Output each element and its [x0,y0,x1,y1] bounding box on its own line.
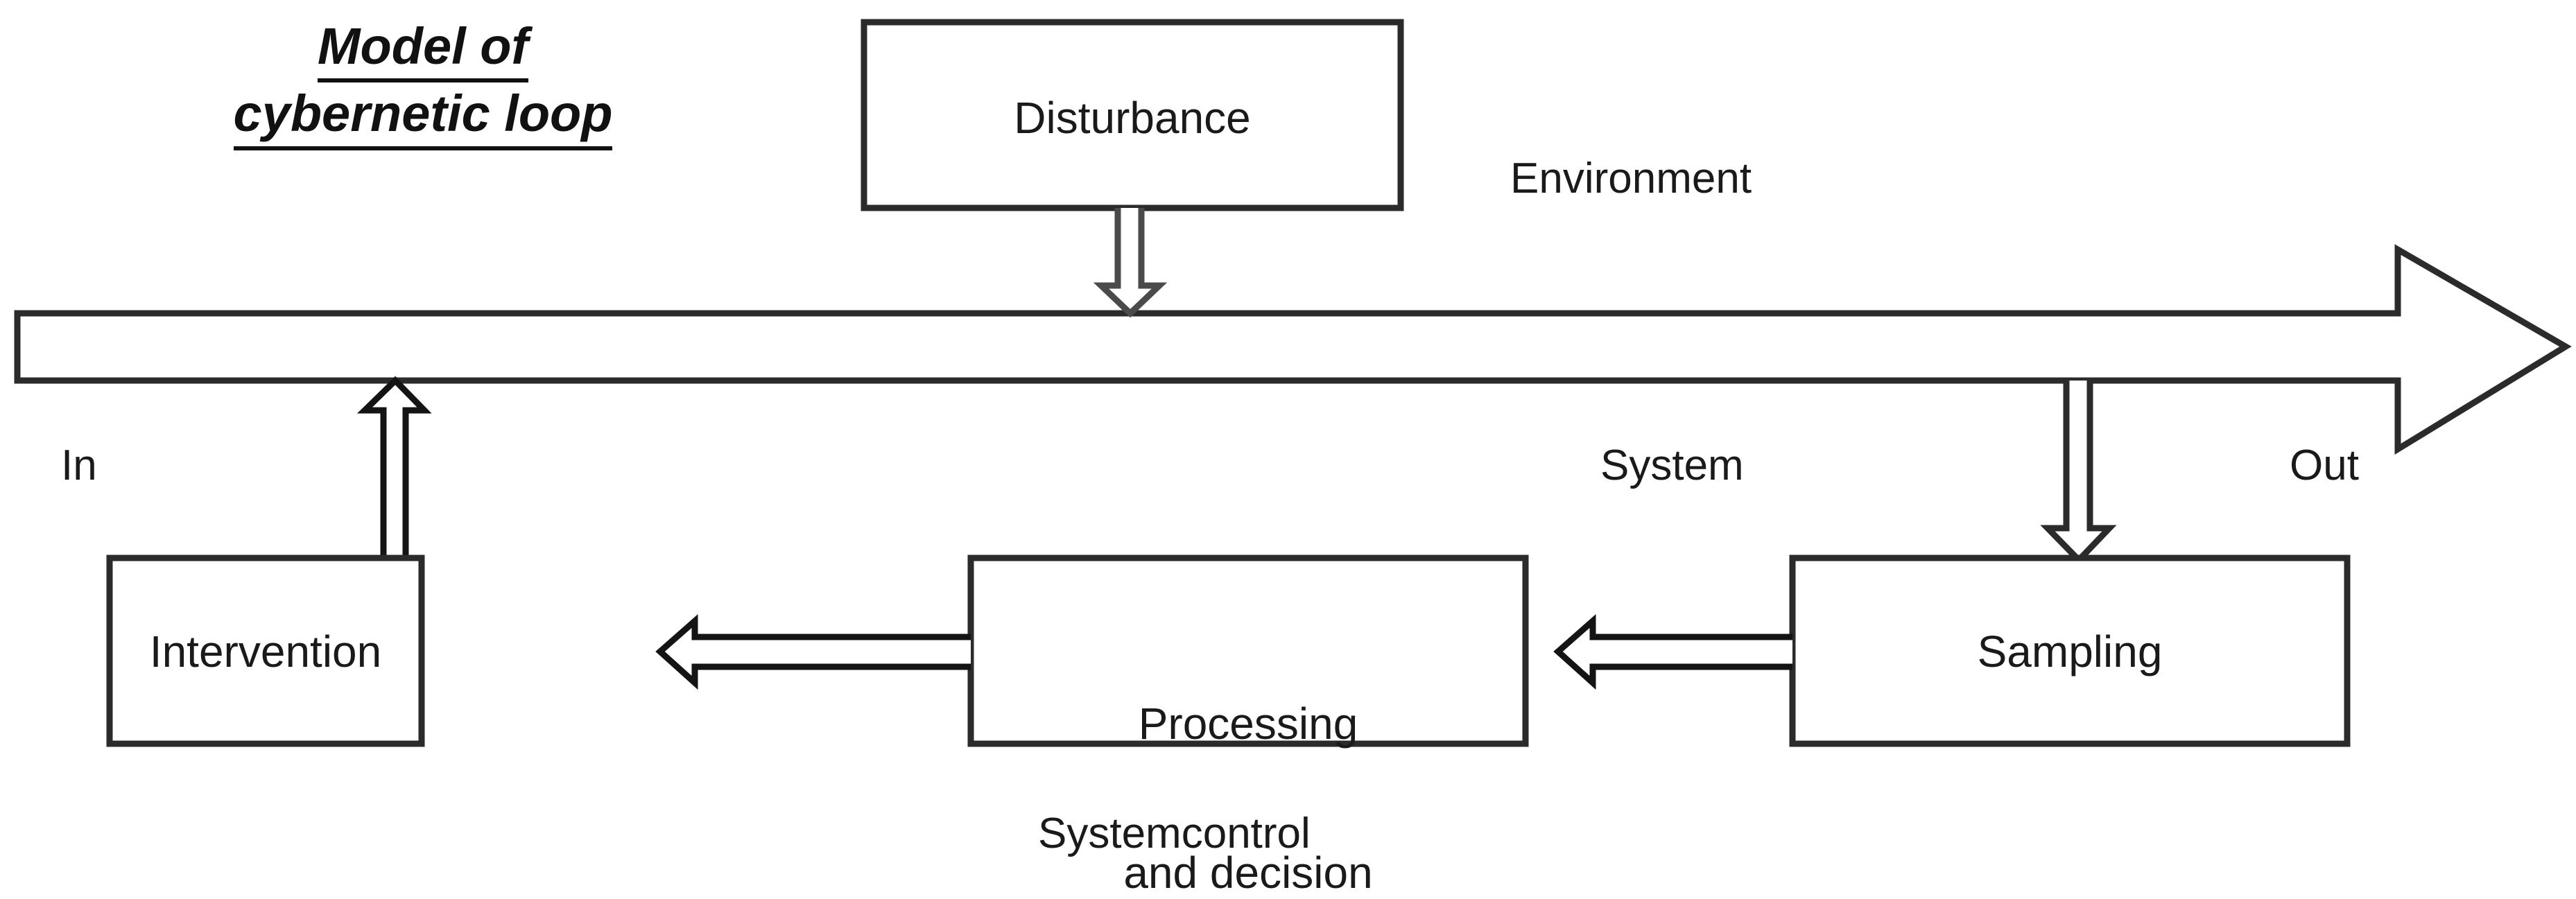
environment-flow-arrow [14,244,2572,455]
disturbance-box-label: Disturbance [1014,93,1251,143]
in-label: In [61,442,97,489]
environment-to-sampling-arrow [2040,381,2117,565]
out-label: Out [2290,442,2359,489]
processing-box-label-line-2: and decision [1123,848,1373,898]
sampling-box[interactable] [1789,555,2351,747]
environment-label: Environment [1510,155,1752,202]
diagram-title-line-2: cybernetic loop [173,82,673,150]
sampling-to-processing-arrow [1553,614,1792,690]
intervention-box[interactable] [106,555,425,747]
diagram-title: Model of cybernetic loop [173,15,673,150]
processing-to-intervention-arrow [655,614,971,690]
intervention-box-label: Intervention [149,627,382,677]
processing-and-decision-box[interactable] [967,555,1529,747]
intervention-to-environment-arrow [356,376,432,559]
processing-box-label: Processing and decision [971,600,1525,899]
disturbance-to-environment-arrow [1093,208,1168,318]
processing-box-label-line-1: Processing [1138,699,1358,749]
sampling-box-label: Sampling [1977,627,2163,677]
systemcontrol-label: Systemcontrol [1038,810,1311,857]
system-label: System [1600,442,1744,489]
diagram-title-line-1: Model of [173,15,673,83]
